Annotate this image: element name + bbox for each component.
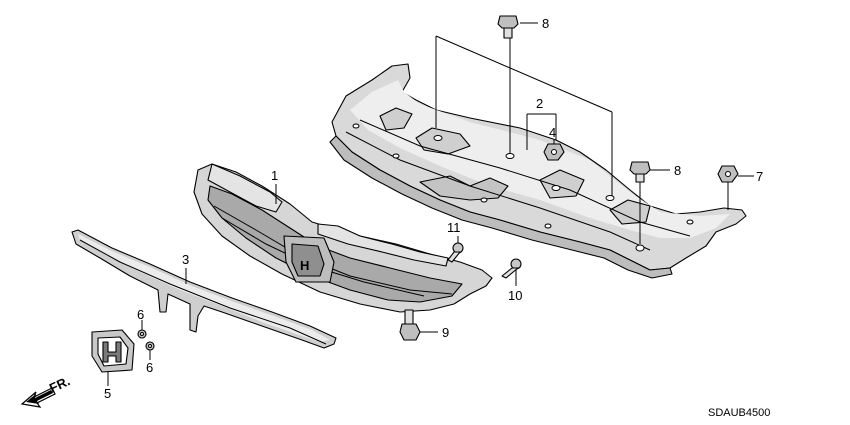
front-grille-part: H: [193, 163, 493, 313]
direction-label: FR.: [47, 373, 72, 395]
callout-11: 11: [447, 220, 461, 235]
diagram-code: SDAUB4500: [708, 407, 770, 419]
leader-lines: [107, 22, 754, 386]
callout-9: 9: [442, 325, 449, 340]
clip-part-8-top: [497, 15, 519, 39]
screw-part-10: [501, 258, 522, 279]
callout-3: 3: [182, 252, 189, 267]
clip-part-8-right: [629, 161, 651, 183]
callout-4: 4: [549, 125, 556, 140]
callout-8-right: 8: [674, 163, 681, 178]
nut-part-6-upper: [137, 329, 147, 339]
callout-6-upper: 6: [137, 307, 144, 322]
grille-emblem-glyph: H: [300, 258, 309, 273]
callout-6-lower: 6: [146, 360, 153, 375]
clip-part-7: [717, 165, 739, 183]
screw-part-11: [447, 242, 464, 263]
grille-molding-part: [71, 229, 337, 349]
callout-8-top: 8: [542, 16, 549, 31]
callout-5: 5: [104, 386, 111, 401]
clip-part-9: [399, 309, 421, 341]
callout-1: 1: [271, 168, 278, 183]
callout-2: 2: [536, 96, 543, 111]
nut-part-4: [543, 143, 565, 161]
nut-part-6-lower: [145, 341, 155, 351]
callout-10: 10: [508, 288, 522, 303]
callout-7: 7: [756, 169, 763, 184]
front-emblem-part: [91, 329, 135, 373]
front-direction-arrow-icon: [20, 387, 56, 408]
